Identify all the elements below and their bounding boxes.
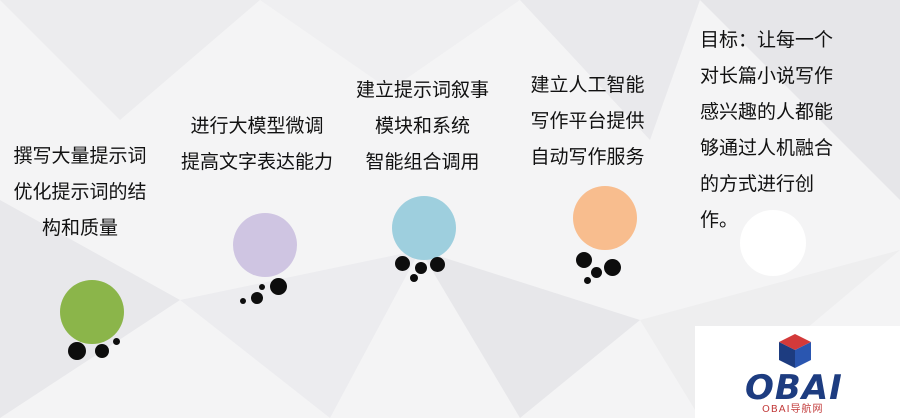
step-4-dot bbox=[584, 277, 591, 284]
goal-text: 目标：让每一个 对长篇小说写作 感兴趣的人都能 够通过人机融合 的方式进行创 作… bbox=[700, 29, 834, 231]
step-4-circle bbox=[573, 186, 637, 250]
logo-sub-text: OBAI导航网 bbox=[762, 404, 824, 415]
step-3-text: 建立提示词叙事 模块和系统 智能组合调用 bbox=[355, 79, 489, 173]
step-4-dot bbox=[576, 252, 592, 268]
step-4-text: 建立人工智能 写作平台提供 自动写作服务 bbox=[530, 74, 645, 168]
step-3-dot bbox=[430, 257, 445, 272]
logo: OBAI OBAI导航网 bbox=[695, 326, 900, 418]
step-1-dot bbox=[113, 338, 120, 345]
step-1-text: 撰写大量提示词 优化提示词的结 构和质量 bbox=[13, 145, 147, 239]
step-3-circle bbox=[392, 196, 456, 260]
step-4-dot bbox=[604, 259, 621, 276]
step-3-dot bbox=[395, 256, 410, 271]
step-2-circle bbox=[233, 213, 297, 277]
step-1-dot bbox=[68, 342, 86, 360]
step-1-dot bbox=[95, 344, 109, 358]
step-2-dot bbox=[251, 292, 263, 304]
logo-main-text: OBAI bbox=[745, 368, 843, 408]
cube-icon bbox=[779, 334, 811, 368]
step-4-dot bbox=[591, 267, 602, 278]
step-2-dot bbox=[240, 298, 246, 304]
step-3-dot bbox=[410, 274, 418, 282]
step-2-dot bbox=[270, 278, 287, 295]
step-3-dot bbox=[415, 262, 427, 274]
goal-circle bbox=[740, 210, 806, 276]
step-2-dot bbox=[259, 284, 265, 290]
step-2-text: 进行大模型微调 提高文字表达能力 bbox=[180, 115, 333, 173]
step-1-circle bbox=[60, 280, 124, 344]
